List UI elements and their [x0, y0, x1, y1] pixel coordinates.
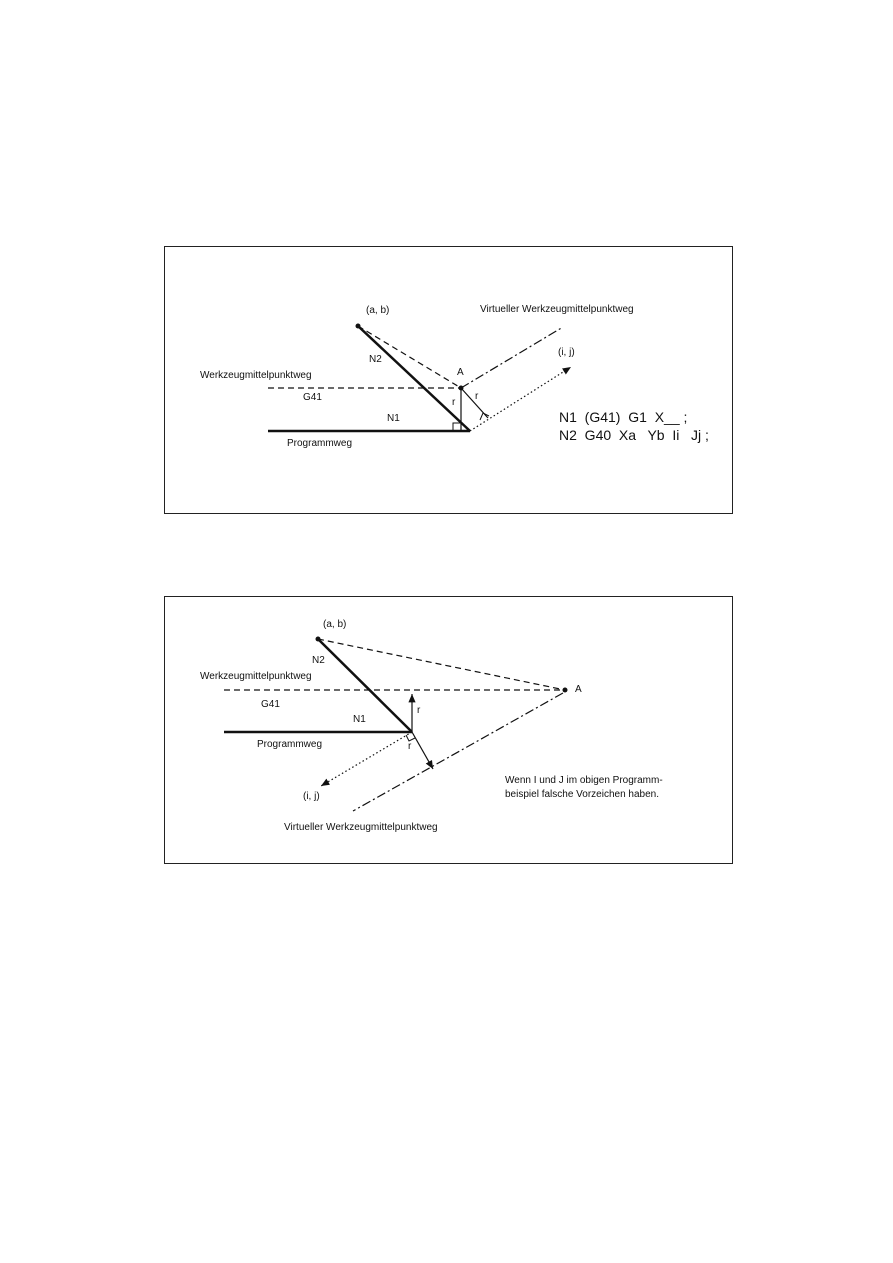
tool-center-path-label: Werkzeugmittelpunktweg: [200, 370, 312, 381]
n2-path-line: [317, 638, 413, 733]
ij-dotted-line: [469, 366, 572, 432]
right-angle-mark-1: [452, 422, 461, 431]
n2-label: N2: [312, 655, 325, 666]
program-path-label: Programmweg: [287, 438, 353, 449]
point-a-label: A: [457, 367, 464, 378]
code-line-1: N1 (G41) G1 X__ ;: [559, 409, 688, 425]
g41-label: G41: [303, 392, 322, 403]
figure-1-frame: (a, b) Virtueller Werkzeugmittelpunktweg…: [164, 246, 733, 514]
figure-2-diagram: [224, 636, 568, 812]
ab-to-a-dashed: [317, 638, 566, 691]
ij-dotted-line: [320, 731, 413, 787]
figure-2-frame: (a, b) N2 Werkzeugmittelpunktweg A G41 r…: [164, 596, 733, 864]
point-ij-label: (i, j): [558, 347, 575, 358]
point-a-label: A: [575, 684, 582, 695]
note-line-2: beispiel falsche Vorzeichen haben.: [505, 789, 659, 800]
virtual-path-line: [352, 692, 564, 812]
virtual-path-label: Virtueller Werkzeugmittelpunktweg: [284, 822, 438, 833]
ab-to-a-dashed: [357, 325, 462, 389]
r-label-vertical: r: [452, 397, 456, 408]
n2-label: N2: [369, 354, 382, 365]
point-a-dot: [562, 687, 568, 693]
right-angle-mark-2: [479, 412, 490, 421]
r-label-up: r: [417, 705, 421, 716]
right-angle-mark: [405, 734, 416, 742]
note-line-1: Wenn I und J im obigen Programm-: [505, 775, 663, 786]
program-path-label: Programmweg: [257, 739, 323, 750]
point-ab-label: (a, b): [323, 619, 347, 630]
point-ij-label: (i, j): [303, 791, 320, 802]
r-label-down: r: [408, 741, 412, 752]
code-line-2: N2 G40 Xa Yb Ii Jj ;: [559, 427, 709, 443]
virtual-path-line: [460, 326, 564, 389]
r-down-arrow: [411, 731, 434, 770]
n2-path-line: [357, 325, 471, 432]
point-ab-label: (a, b): [366, 305, 390, 316]
tool-center-path-label: Werkzeugmittelpunktweg: [200, 671, 312, 682]
g41-label: G41: [261, 699, 280, 710]
n1-label: N1: [387, 413, 400, 424]
figure-1-diagram: [268, 323, 572, 433]
n1-label: N1: [353, 714, 366, 725]
virtual-path-label: Virtueller Werkzeugmittelpunktweg: [480, 304, 634, 315]
r-label-perpendicular: r: [475, 391, 479, 402]
